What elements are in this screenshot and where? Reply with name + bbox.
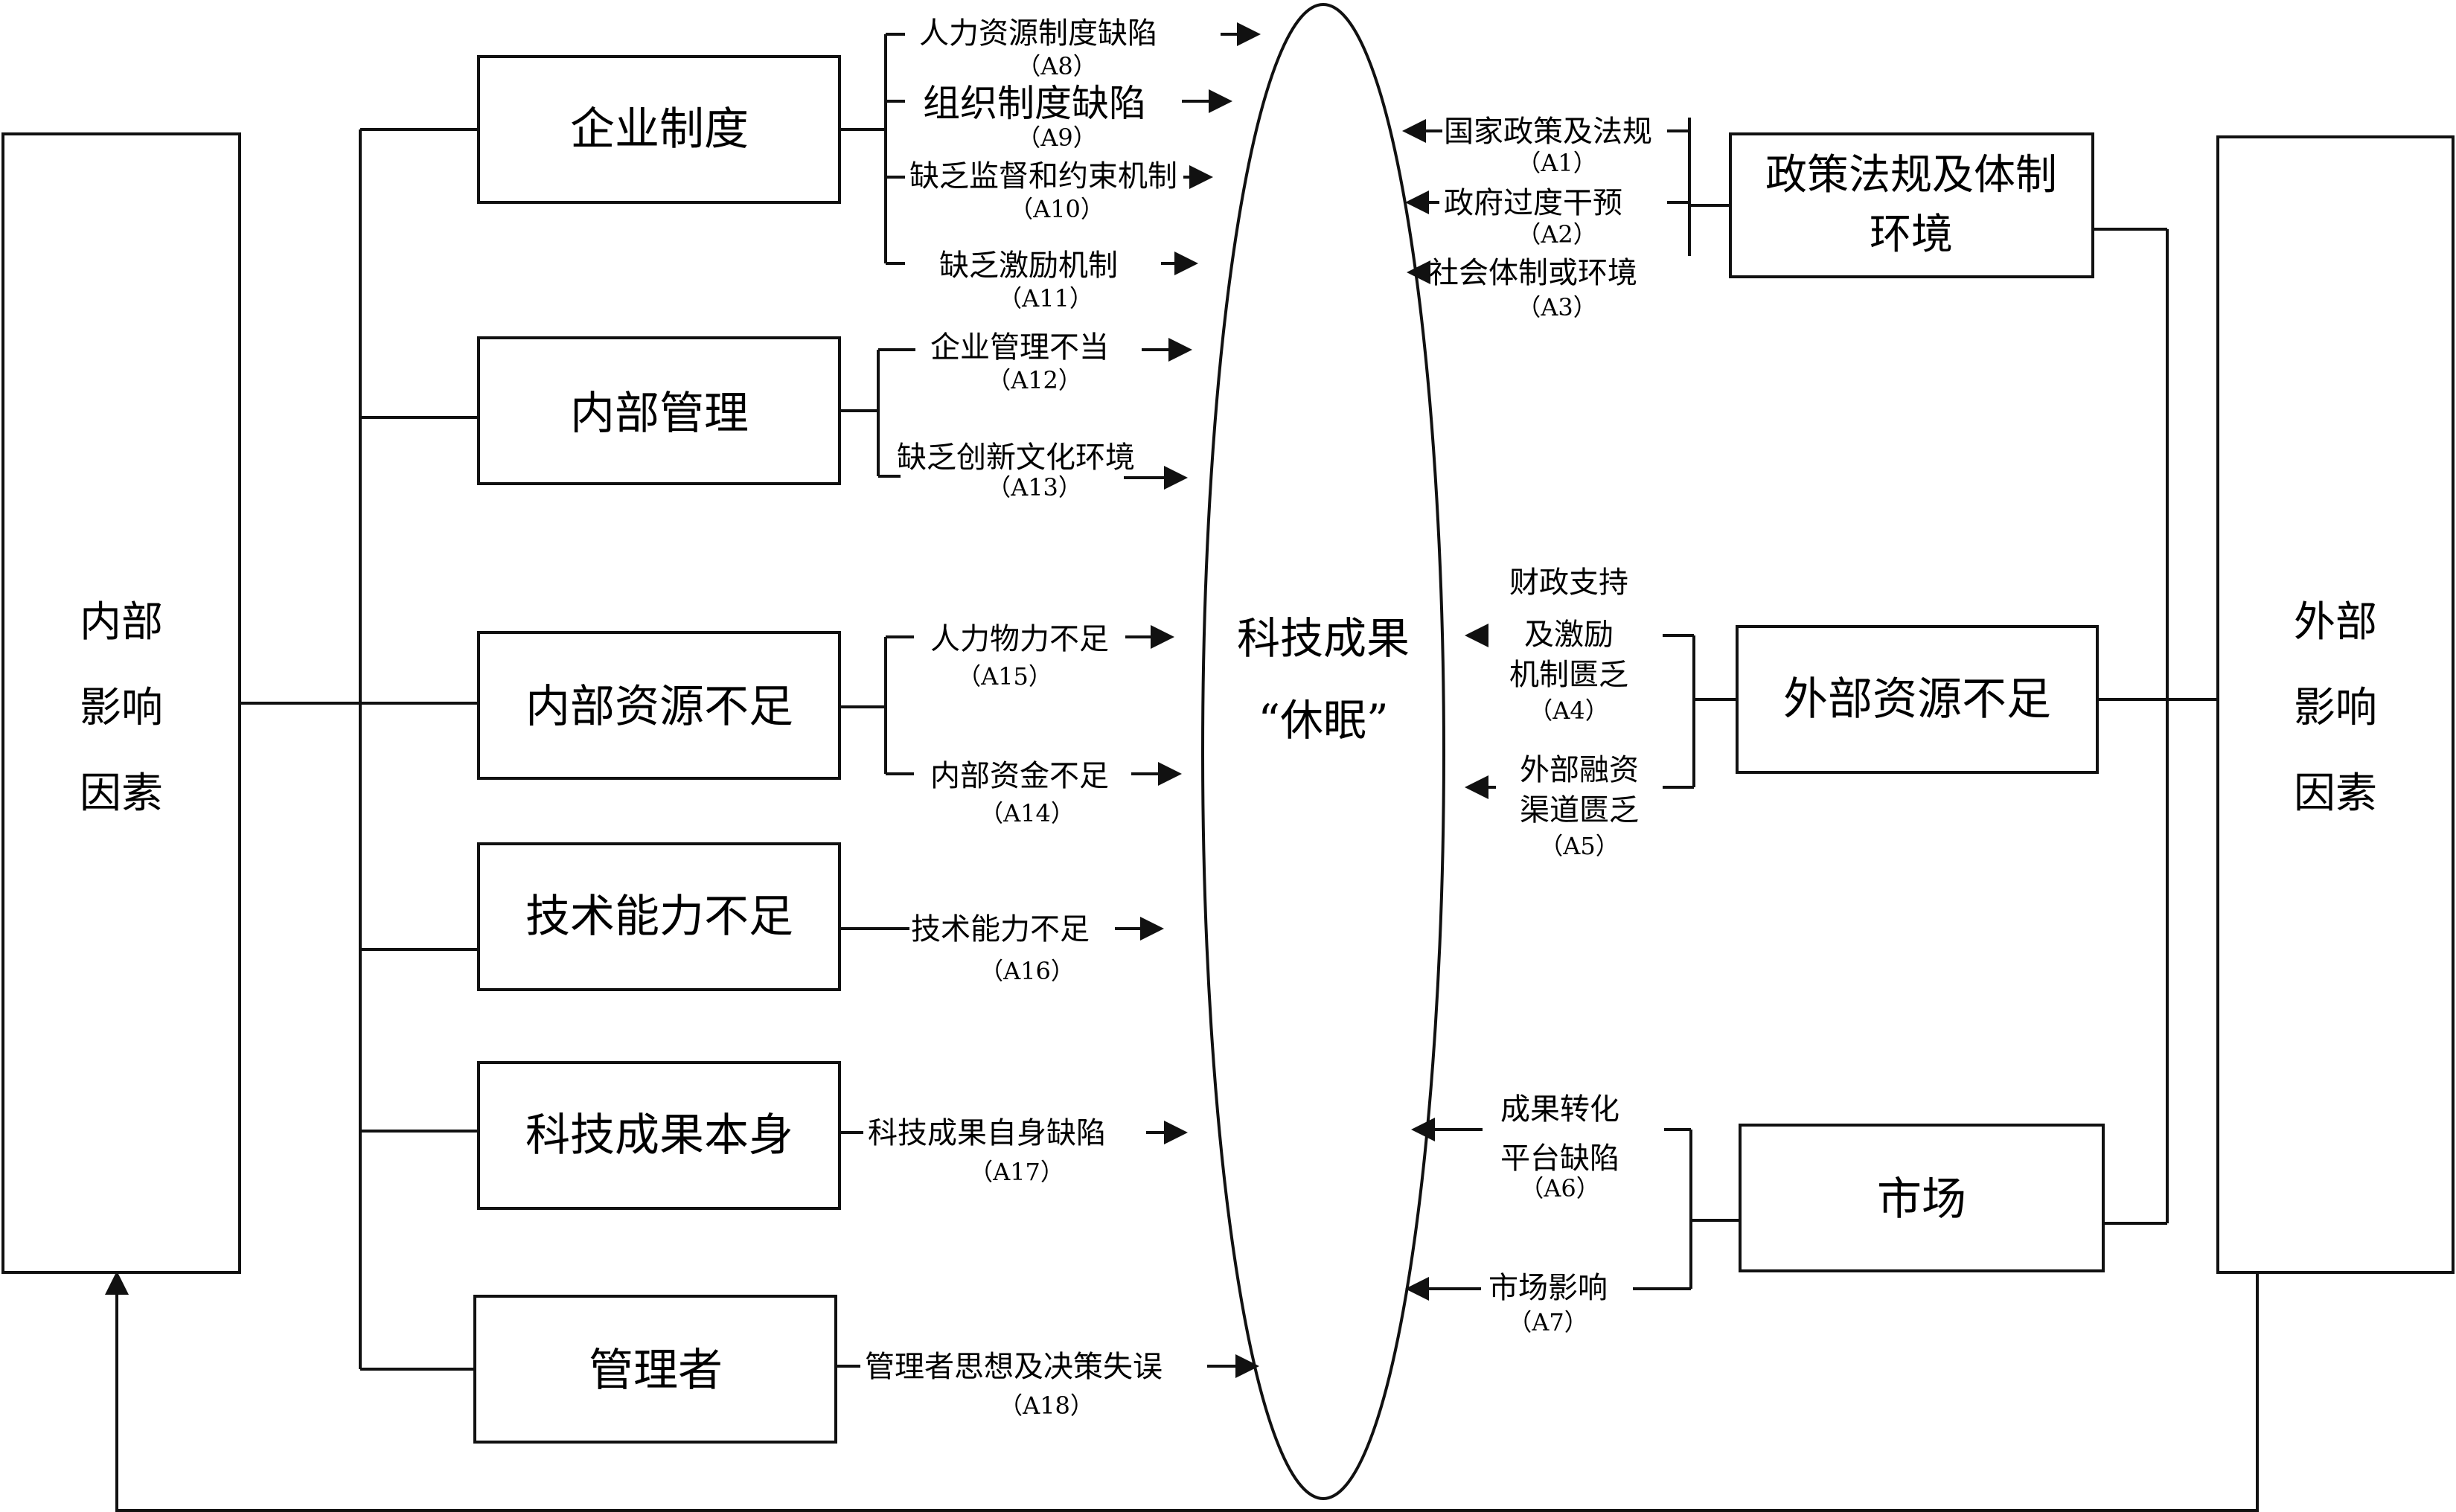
internal-root-label-3: 因素 <box>80 769 163 818</box>
factor-text: 组织制度缺陷 <box>923 82 1146 125</box>
external-category-market: 市场 成果转化 平台缺陷 （A6） 市场影响 （A7） <box>1405 1092 2167 1336</box>
factor-text: 市场影响 <box>1488 1271 1608 1305</box>
factor-code: （A17） <box>969 1158 1064 1186</box>
category-box <box>477 842 841 991</box>
category-label: 外部资源不足 <box>1783 673 2051 725</box>
center-ellipse <box>1201 3 1445 1500</box>
factor-code: （A1） <box>1517 149 1596 177</box>
category-box <box>477 631 841 780</box>
factor-code: （A3） <box>1517 293 1596 321</box>
factor-text: 平台缺陷 <box>1500 1141 1619 1176</box>
external-root-label-2: 影响 <box>2294 684 2377 732</box>
factor-text: 人力物力不足 <box>930 622 1109 656</box>
external-root-label-3: 因素 <box>2294 769 2377 818</box>
factor-text: 缺乏监督和约束机制 <box>909 159 1177 193</box>
internal-root-label-2: 影响 <box>80 684 163 732</box>
feedback-loop-line <box>105 1271 2259 1512</box>
category-label: 政策法规及体制 <box>1765 151 2057 199</box>
factor-code: （A4） <box>1529 696 1608 725</box>
factor-code: （A7） <box>1508 1308 1587 1336</box>
factor-code: （A11） <box>998 284 1093 313</box>
factor-code: （A15） <box>957 662 1052 691</box>
factor-code: （A14） <box>979 799 1075 827</box>
category-box <box>473 1295 837 1444</box>
category-label: 科技成果本身 <box>525 1109 793 1162</box>
factor-text: 技术能力不足 <box>911 912 1090 946</box>
category-box <box>477 55 841 204</box>
external-root-label-1: 外部 <box>2294 598 2377 647</box>
category-label: 环境 <box>1870 211 1953 259</box>
category-label: 管理者 <box>589 1345 723 1397</box>
factor-code: （A6） <box>1520 1174 1599 1202</box>
internal-category-technical-ability: 技术能力不足 技术能力不足 （A16） <box>360 842 1164 991</box>
factor-text: 缺乏创新文化环境 <box>897 441 1135 475</box>
internal-category-achievement-itself: 科技成果本身 科技成果自身缺陷 （A17） <box>360 1061 1188 1210</box>
factor-code: （A12） <box>987 366 1082 394</box>
category-label: 内部管理 <box>570 388 749 440</box>
factor-code: （A10） <box>1009 195 1104 223</box>
internal-root-label-1: 内部 <box>80 598 163 647</box>
factor-code: （A18） <box>999 1391 1094 1420</box>
category-box <box>1736 625 2099 774</box>
center-label-2: “休眠” <box>1258 695 1388 746</box>
category-label: 市场 <box>1877 1173 1966 1226</box>
factor-code: （A2） <box>1517 220 1596 249</box>
factor-code: （A8） <box>1017 52 1096 80</box>
internal-category-internal-management: 内部管理 企业管理不当 （A12） 缺乏创新文化环境 （A13） <box>360 330 1192 502</box>
factor-text: 机制匮乏 <box>1509 658 1628 692</box>
category-box <box>477 1061 841 1210</box>
factor-text: 人力资源制度缺陷 <box>919 16 1157 51</box>
category-label: 企业制度 <box>570 103 749 156</box>
factor-text: 缺乏激励机制 <box>939 249 1118 283</box>
factor-text: 外部融资 <box>1520 753 1639 787</box>
factor-text: 财政支持 <box>1509 566 1628 600</box>
external-root-box <box>2216 135 2455 1274</box>
factor-code: （A9） <box>1017 124 1096 152</box>
category-label: 内部资源不足 <box>525 681 793 733</box>
internal-category-enterprise-system: 企业制度 人力资源制度缺陷 （A8） 组织制度缺陷 （A9） 缺乏监督和约束机制… <box>360 16 1261 313</box>
factor-text: 企业管理不当 <box>930 330 1109 365</box>
factor-text: 及激励 <box>1524 618 1614 652</box>
internal-root-box <box>1 132 241 1274</box>
internal-category-manager: 管理者 管理者思想及决策失误 （A18） <box>360 1295 1259 1444</box>
factor-text: 成果转化 <box>1500 1092 1619 1127</box>
category-label: 技术能力不足 <box>525 891 793 943</box>
factor-text: 渠道匮乏 <box>1520 793 1639 827</box>
center-label-1: 科技成果 <box>1237 613 1410 664</box>
factor-text: 社会体制或环境 <box>1429 256 1637 290</box>
factor-text: 管理者思想及决策失误 <box>865 1350 1163 1384</box>
factor-text: 科技成果自身缺陷 <box>868 1116 1106 1150</box>
internal-category-internal-resources: 内部资源不足 人力物力不足 （A15） 内部资金不足 （A14） <box>360 622 1182 827</box>
factor-code: （A16） <box>979 957 1075 985</box>
factor-text: 政府过度干预 <box>1444 186 1622 220</box>
factor-text: 国家政策及法规 <box>1444 115 1652 149</box>
factor-code: （A5） <box>1539 832 1619 860</box>
external-category-resources: 外部资源不足 财政支持 及激励 机制匮乏 （A4） 外部融资 渠道匮乏 （A5） <box>1465 566 2167 860</box>
factor-text: 内部资金不足 <box>930 759 1109 793</box>
factor-code: （A13） <box>987 473 1082 502</box>
external-category-policy: 政策法规及体制 环境 国家政策及法规 （A1） 政府过度干预 （A2） 社会体制… <box>1402 115 2167 321</box>
category-box <box>1739 1124 2105 1272</box>
